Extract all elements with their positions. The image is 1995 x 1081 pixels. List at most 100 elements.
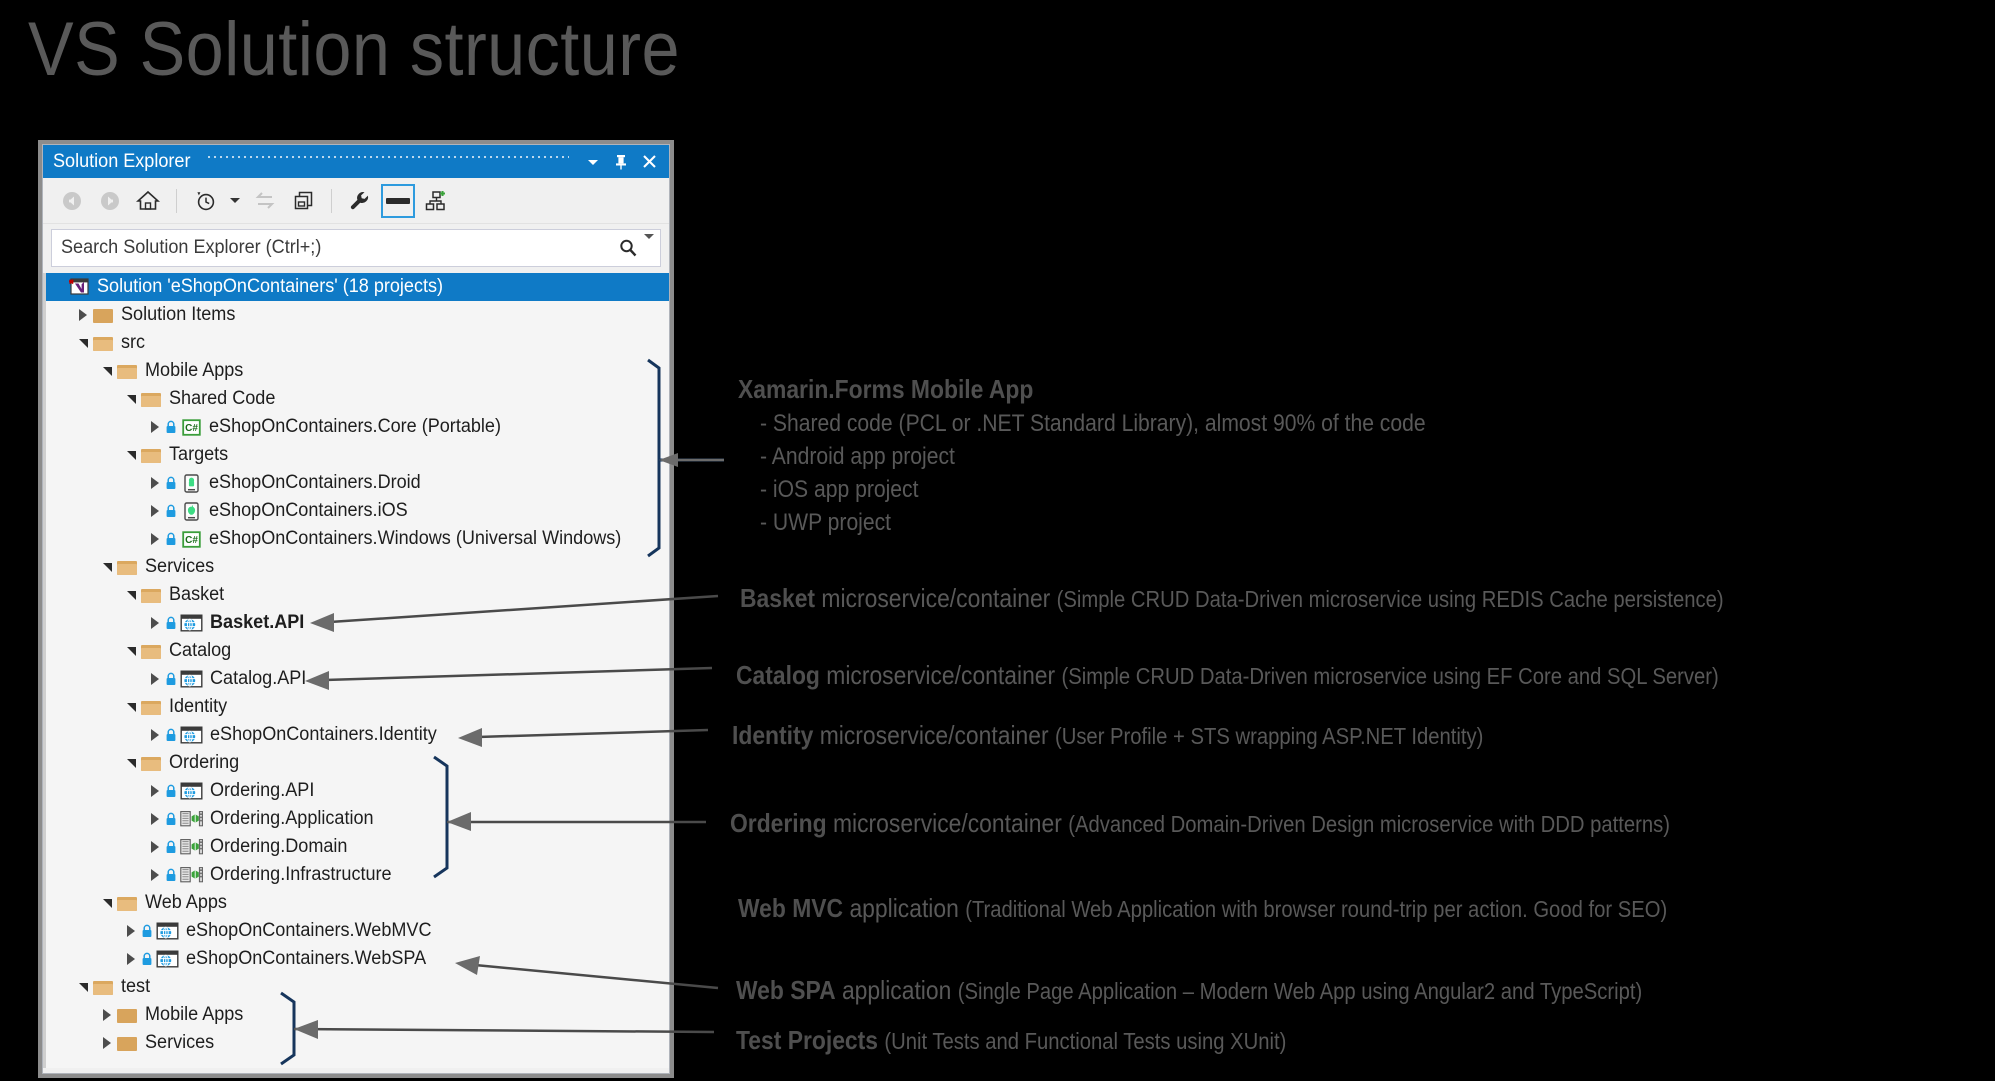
- chevron-down-icon[interactable]: [98, 898, 116, 908]
- tree-item-catalog-api[interactable]: Catalog.API: [46, 665, 669, 693]
- class-library-icon: [180, 810, 203, 828]
- titlebar-grip: [207, 145, 569, 178]
- solution-tree[interactable]: Solution 'eShopOnContainers' (18 project…: [43, 273, 669, 1068]
- search-dropdown-icon[interactable]: [644, 234, 654, 257]
- annotation-xamarin-bullet: - iOS app project: [760, 476, 919, 503]
- tree-item-windows-uwp[interactable]: C# eShopOnContainers.Windows (Universal …: [46, 525, 669, 553]
- chevron-right-icon[interactable]: [74, 309, 92, 321]
- annotation-webmvc-mid: application: [843, 893, 966, 923]
- tree-item-identity-project[interactable]: eShopOnContainers.Identity: [46, 721, 669, 749]
- tree-item-test-mobile-apps[interactable]: Mobile Apps: [46, 1001, 669, 1029]
- tree-item-ordering-api[interactable]: Ordering.API: [46, 777, 669, 805]
- chevron-right-icon[interactable]: [146, 421, 164, 433]
- clock-icon[interactable]: [188, 184, 222, 218]
- wrench-icon[interactable]: [343, 184, 377, 218]
- tree-item-test[interactable]: test: [46, 973, 669, 1001]
- tree-item-label: Services: [145, 556, 215, 577]
- preview-selected-items-icon[interactable]: [381, 183, 415, 218]
- folder-open-icon: [140, 448, 162, 463]
- solution-explorer-window: Solution Explorer: [42, 144, 670, 1074]
- annotation-webmvc-bold: Web MVC: [738, 893, 844, 923]
- tree-item-targets[interactable]: Targets: [46, 441, 669, 469]
- tree-item-core-portable[interactable]: C# eShopOnContainers.Core (Portable): [46, 413, 669, 441]
- chevron-down-icon[interactable]: [122, 646, 140, 656]
- tree-item-label: Ordering.Domain: [210, 836, 348, 857]
- forward-arrow-icon[interactable]: [93, 184, 127, 218]
- tree-item-catalog[interactable]: Catalog: [46, 637, 669, 665]
- chevron-right-icon[interactable]: [146, 841, 164, 853]
- lock-icon: [140, 924, 154, 938]
- solution-explorer-titlebar[interactable]: Solution Explorer: [43, 145, 669, 178]
- chevron-right-icon[interactable]: [146, 533, 164, 545]
- chevron-down-icon[interactable]: [122, 450, 140, 460]
- chevron-down-icon[interactable]: [74, 338, 92, 348]
- tree-item-services[interactable]: Services: [46, 553, 669, 581]
- home-icon[interactable]: [131, 184, 165, 218]
- toolbar-separator: [331, 188, 332, 213]
- web-project-icon: [180, 670, 203, 688]
- chevron-down-icon[interactable]: [122, 590, 140, 600]
- tree-item-label: Web Apps: [145, 892, 227, 913]
- lock-icon: [164, 420, 178, 434]
- annotation-identity-paren: (User Profile + STS wrapping ASP.NET Ide…: [1054, 723, 1484, 749]
- chevron-right-icon[interactable]: [146, 673, 164, 685]
- chevron-right-icon[interactable]: [98, 1009, 116, 1021]
- chevron-down-icon[interactable]: [122, 394, 140, 404]
- chevron-right-icon[interactable]: [122, 925, 140, 937]
- tree-item-solution-items[interactable]: Solution Items: [46, 301, 669, 329]
- tree-item-webspa[interactable]: eShopOnContainers.WebSPA: [46, 945, 669, 973]
- annotation-webmvc-paren: (Traditional Web Application with browse…: [965, 896, 1668, 922]
- chevron-down-icon[interactable]: [579, 148, 607, 176]
- chevron-right-icon[interactable]: [146, 505, 164, 517]
- chevron-right-icon[interactable]: [122, 953, 140, 965]
- tree-item-identity[interactable]: Identity: [46, 693, 669, 721]
- chevron-down-icon[interactable]: [98, 562, 116, 572]
- chevron-down-icon[interactable]: [122, 702, 140, 712]
- tree-item-test-services[interactable]: Services: [46, 1029, 669, 1057]
- search-icon[interactable]: [618, 238, 638, 258]
- back-arrow-icon[interactable]: [55, 184, 89, 218]
- chevron-right-icon[interactable]: [146, 785, 164, 797]
- show-all-files-icon[interactable]: [286, 184, 320, 218]
- folder-open-icon: [92, 980, 114, 995]
- chevron-right-icon[interactable]: [146, 869, 164, 881]
- tree-item-solution-root[interactable]: Solution 'eShopOnContainers' (18 project…: [46, 273, 669, 301]
- chevron-right-icon[interactable]: [146, 477, 164, 489]
- chevron-down-icon[interactable]: [74, 982, 92, 992]
- tree-item-label: Catalog.API: [210, 668, 307, 689]
- tree-item-basket-api[interactable]: Basket.API: [46, 609, 669, 637]
- tree-item-basket[interactable]: Basket: [46, 581, 669, 609]
- annotation-basket-bold: Basket: [740, 583, 816, 613]
- tree-item-ios[interactable]: eShopOnContainers.iOS: [46, 497, 669, 525]
- tree-item-web-apps[interactable]: Web Apps: [46, 889, 669, 917]
- web-project-icon: [156, 950, 179, 968]
- folder-plain-icon: [116, 1036, 138, 1051]
- folder-plain-icon: [92, 308, 114, 323]
- tree-item-src[interactable]: src: [46, 329, 669, 357]
- pending-changes-dropdown-icon[interactable]: [226, 184, 244, 218]
- tree-item-mobile-apps[interactable]: Mobile Apps: [46, 357, 669, 385]
- annotation-xamarin-heading: Xamarin.Forms Mobile App: [738, 374, 1034, 404]
- search-input[interactable]: Search Solution Explorer (Ctrl+;): [51, 229, 661, 267]
- chevron-down-icon[interactable]: [122, 758, 140, 768]
- tree-item-webmvc[interactable]: eShopOnContainers.WebMVC: [46, 917, 669, 945]
- chevron-right-icon[interactable]: [146, 617, 164, 629]
- sync-arrows-icon[interactable]: [248, 184, 282, 218]
- tree-item-ordering-application[interactable]: Ordering.Application: [46, 805, 669, 833]
- tree-item-shared-code[interactable]: Shared Code: [46, 385, 669, 413]
- code-map-icon[interactable]: [419, 184, 453, 218]
- close-icon[interactable]: [635, 148, 663, 176]
- chevron-right-icon[interactable]: [146, 813, 164, 825]
- tree-item-ordering[interactable]: Ordering: [46, 749, 669, 777]
- tree-item-label: eShopOnContainers.Identity: [210, 724, 437, 745]
- pin-icon[interactable]: [607, 148, 635, 176]
- chevron-down-icon[interactable]: [98, 366, 116, 376]
- chevron-right-icon[interactable]: [98, 1037, 116, 1049]
- annotation-webspa-bold: Web SPA: [736, 975, 836, 1005]
- tree-item-label: Ordering.API: [210, 780, 315, 801]
- tree-item-ordering-domain[interactable]: Ordering.Domain: [46, 833, 669, 861]
- tree-item-ordering-infrastructure[interactable]: Ordering.Infrastructure: [46, 861, 669, 889]
- tree-item-droid[interactable]: eShopOnContainers.Droid: [46, 469, 669, 497]
- chevron-right-icon[interactable]: [146, 729, 164, 741]
